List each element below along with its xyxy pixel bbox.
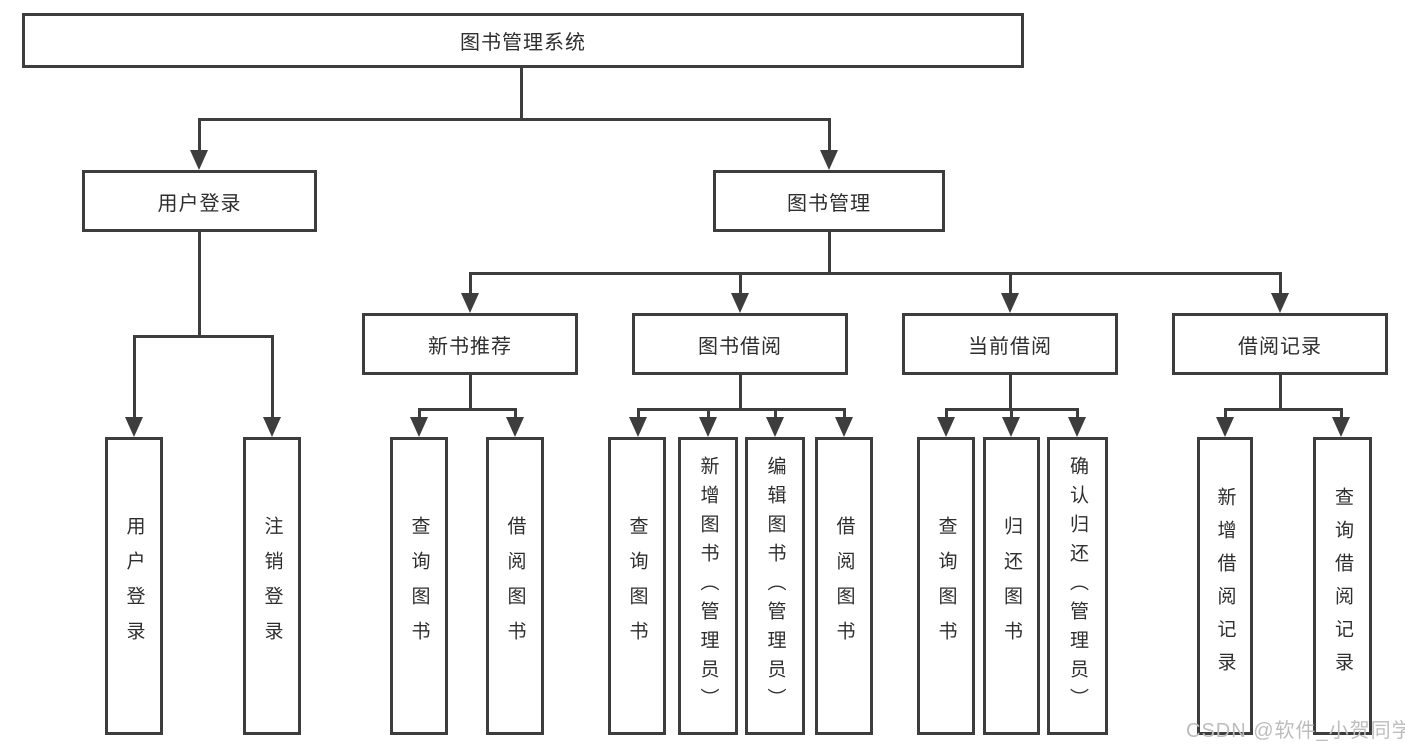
node-label: 编辑图书（管理员） xyxy=(764,455,786,717)
node-label: 注销登录 xyxy=(261,516,283,656)
connector-to-leaf xyxy=(1010,408,1013,419)
connector-to-book-borrow xyxy=(739,272,742,295)
node-label: 用户登录 xyxy=(157,192,242,215)
node-current-borrowing: 当前借阅 xyxy=(902,313,1118,375)
arrow-down-icon xyxy=(835,417,853,437)
connector-to-leaf xyxy=(1340,408,1343,419)
node-label: 确认归还（管理员） xyxy=(1067,455,1088,717)
connector-borrow-records-junction xyxy=(1224,408,1342,411)
arrow-down-icon xyxy=(1068,417,1086,437)
node-library-management-system: 图书管理系统 xyxy=(22,13,1024,68)
node-new-book-recommend: 新书推荐 xyxy=(362,313,578,375)
connector-level3-junction xyxy=(469,272,1282,275)
node-label: 图书管理系统 xyxy=(460,32,586,54)
node-label: 查询图书 xyxy=(626,516,648,656)
connector-to-leaf-logout xyxy=(271,335,274,419)
connector-to-user-login xyxy=(198,118,201,152)
connector-book-borrow-trunk xyxy=(739,375,742,411)
node-label: 查询图书 xyxy=(935,516,957,656)
arrow-down-icon xyxy=(125,417,143,437)
leaf-user-login: 用户登录 xyxy=(105,437,163,735)
connector-new-book-trunk xyxy=(469,375,472,411)
connector-user-login-junction xyxy=(133,335,274,338)
arrow-down-icon xyxy=(1002,417,1020,437)
arrow-down-icon xyxy=(190,150,208,170)
arrow-down-icon xyxy=(506,417,524,437)
arrow-down-icon xyxy=(820,150,838,170)
leaf-query-books-cb: 查询图书 xyxy=(917,437,975,735)
connector-to-leaf xyxy=(1224,408,1227,419)
node-label: 查询图书 xyxy=(408,516,430,656)
node-book-management: 图书管理 xyxy=(713,170,945,232)
arrow-down-icon xyxy=(263,417,281,437)
leaf-borrow-books-nb: 借阅图书 xyxy=(486,437,544,735)
arrow-down-icon xyxy=(629,417,647,437)
arrow-down-icon xyxy=(1216,417,1234,437)
connector-to-current-borrow xyxy=(1009,272,1012,295)
arrow-down-icon xyxy=(731,293,749,313)
node-label: 图书借阅 xyxy=(698,335,782,358)
node-borrowing-records: 借阅记录 xyxy=(1172,313,1388,375)
leaf-add-books-admin: 新增图书（管理员） xyxy=(678,437,738,735)
node-label: 查询借阅记录 xyxy=(1332,487,1353,685)
arrow-down-icon xyxy=(699,417,717,437)
node-book-borrowing: 图书借阅 xyxy=(632,313,848,375)
csdn-watermark: CSDN @软件_小贺同学 xyxy=(1186,720,1405,742)
connector-level1-junction xyxy=(198,118,831,121)
node-label: 用户登录 xyxy=(123,516,145,656)
leaf-query-borrow-record: 查询借阅记录 xyxy=(1313,437,1372,735)
connector-to-new-book xyxy=(469,272,472,295)
connector-to-book-mgmt xyxy=(828,118,831,152)
arrow-down-icon xyxy=(937,417,955,437)
arrow-down-icon xyxy=(410,417,428,437)
connector-book-borrow-junction xyxy=(637,408,846,411)
connector-to-leaf xyxy=(418,408,421,419)
leaf-query-books-bb: 查询图书 xyxy=(608,437,666,735)
connector-to-leaf xyxy=(637,408,640,419)
connector-to-borrow-records xyxy=(1279,272,1282,295)
node-label: 图书管理 xyxy=(787,192,871,215)
leaf-return-books: 归还图书 xyxy=(983,437,1040,735)
leaf-edit-books-admin: 编辑图书（管理员） xyxy=(745,437,805,735)
node-label: 借阅图书 xyxy=(504,516,526,656)
connector-to-leaf-user-login xyxy=(133,335,136,419)
arrow-down-icon xyxy=(461,293,479,313)
connector-to-leaf xyxy=(1076,408,1079,419)
connector-to-leaf xyxy=(707,408,710,419)
arrow-down-icon xyxy=(766,417,784,437)
connector-current-borrow-trunk xyxy=(1009,375,1012,411)
leaf-query-books-nb: 查询图书 xyxy=(390,437,448,735)
connector-new-book-junction xyxy=(418,408,517,411)
connector-user-login-trunk xyxy=(198,232,201,338)
connector-to-leaf xyxy=(514,408,517,419)
node-label: 新书推荐 xyxy=(428,335,512,358)
arrow-down-icon xyxy=(1332,417,1350,437)
leaf-add-borrow-record: 新增借阅记录 xyxy=(1197,437,1253,735)
node-label: 归还图书 xyxy=(1001,516,1022,656)
connector-borrow-records-trunk xyxy=(1279,375,1282,411)
connector-to-leaf xyxy=(843,408,846,419)
node-label: 新增借阅记录 xyxy=(1214,487,1236,685)
leaf-borrow-books-bb: 借阅图书 xyxy=(815,437,873,735)
leaf-logout: 注销登录 xyxy=(243,437,301,735)
connector-root-trunk xyxy=(520,68,523,121)
arrow-down-icon xyxy=(1001,293,1019,313)
node-label: 新增图书（管理员） xyxy=(697,455,719,717)
connector-to-leaf xyxy=(774,408,777,419)
arrow-down-icon xyxy=(1271,293,1289,313)
leaf-confirm-return-admin: 确认归还（管理员） xyxy=(1047,437,1108,735)
connector-to-leaf xyxy=(945,408,948,419)
node-user-login: 用户登录 xyxy=(82,170,317,232)
node-label: 当前借阅 xyxy=(968,335,1052,358)
node-label: 借阅记录 xyxy=(1238,335,1322,358)
node-label: 借阅图书 xyxy=(833,516,855,656)
connector-book-mgmt-trunk xyxy=(828,232,831,275)
